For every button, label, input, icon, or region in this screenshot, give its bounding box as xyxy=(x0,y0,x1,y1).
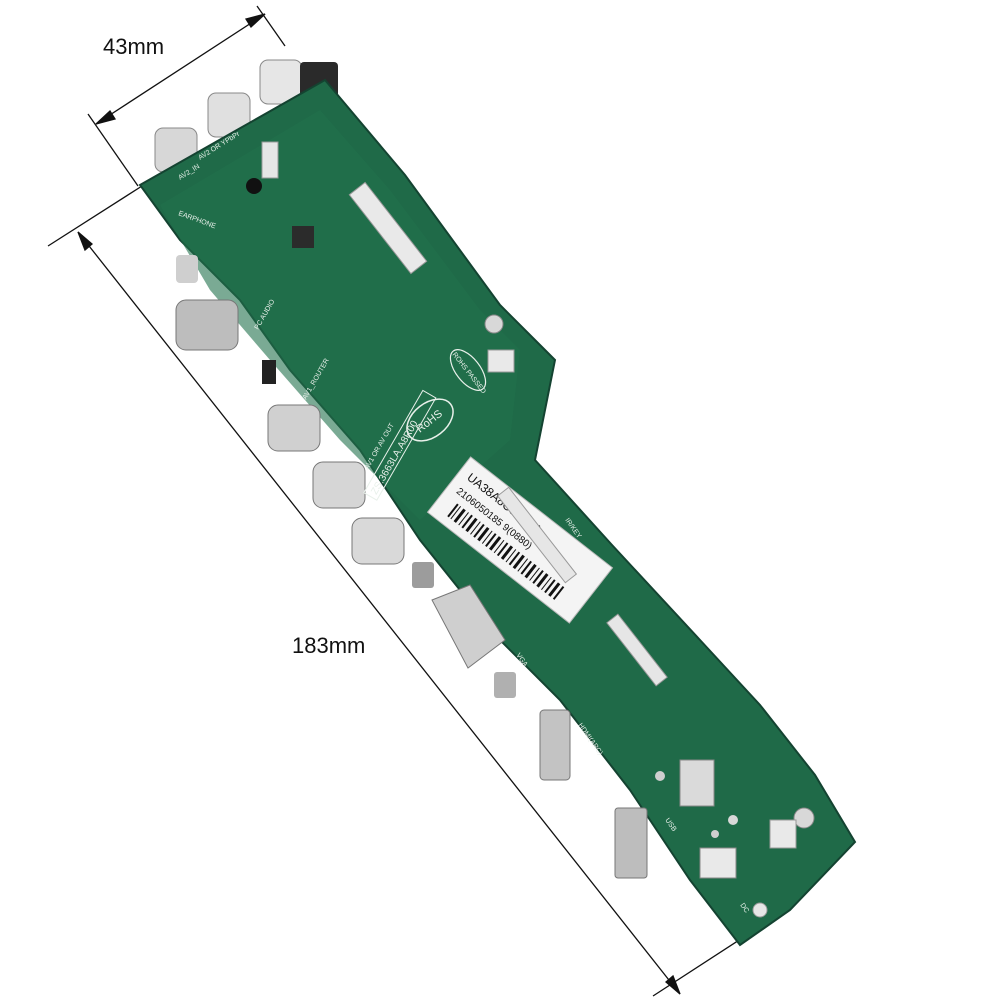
pin-headers xyxy=(261,141,737,879)
width-dimension-label: 43mm xyxy=(103,34,165,59)
length-dimension-label: 183mm xyxy=(292,633,366,658)
side-connectors xyxy=(175,255,648,879)
silk-dc: DC xyxy=(738,902,750,914)
components xyxy=(246,178,815,918)
width-dimension xyxy=(87,5,286,187)
pcb-board: UA38A8C02(PA) 2106050185 9(0880) RoHS RO… xyxy=(138,59,857,947)
